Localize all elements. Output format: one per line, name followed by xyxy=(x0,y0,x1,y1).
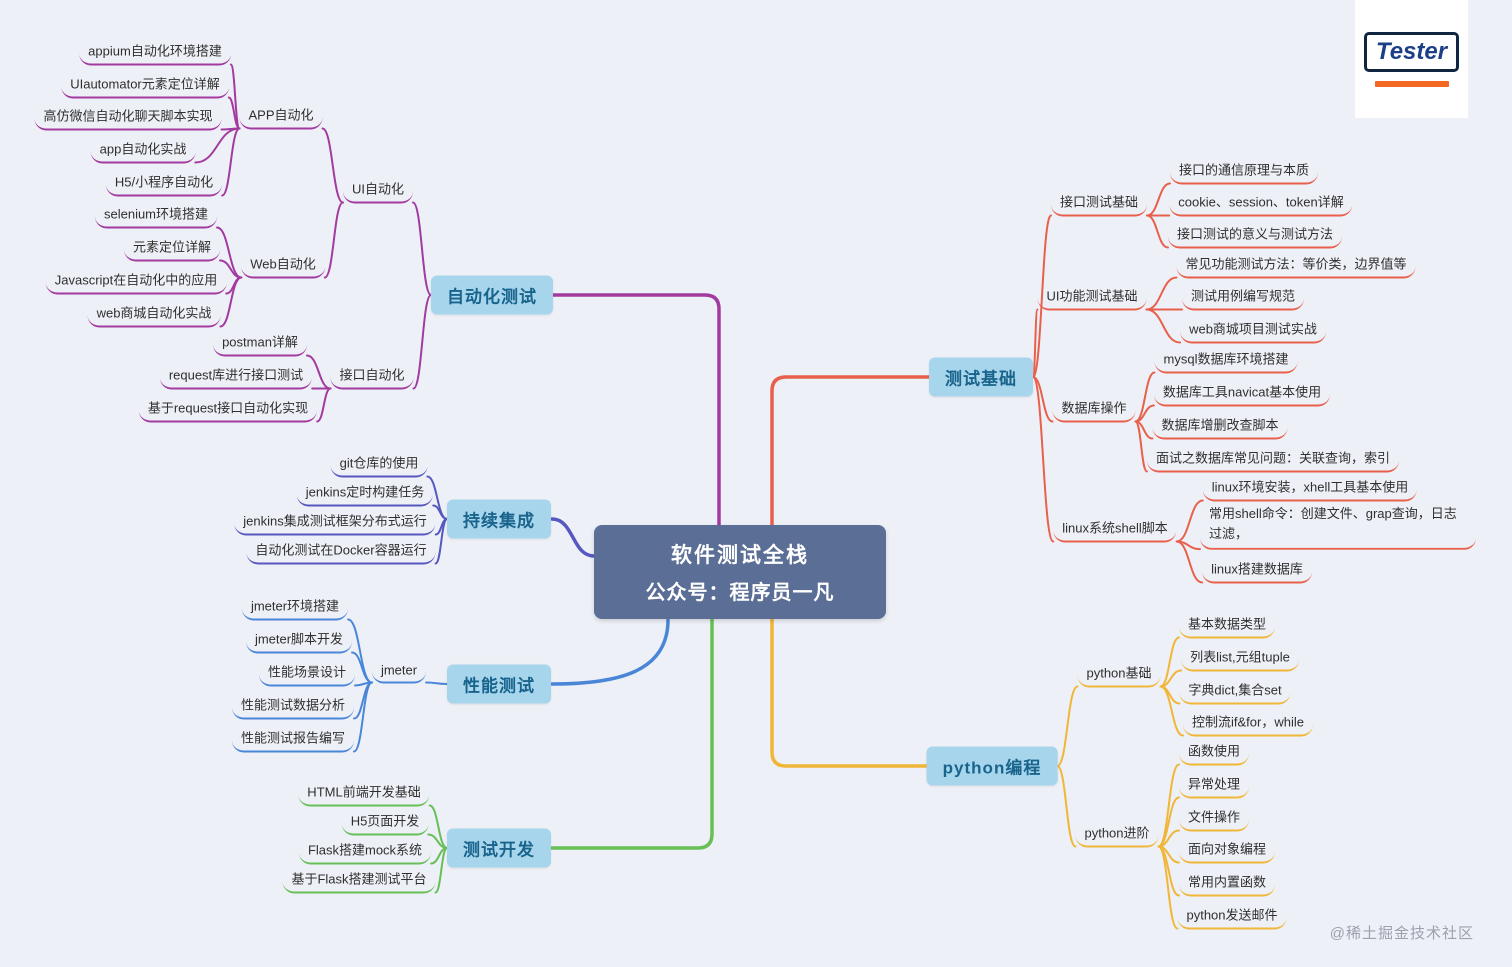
mindmap-leaf[interactable]: 常用内置函数 xyxy=(1178,870,1276,897)
mindmap-leaf[interactable]: H5页面开发 xyxy=(341,809,429,836)
mindmap-leaf[interactable]: jmeter环境搭建 xyxy=(241,594,349,621)
mindmap-leaf[interactable]: jmeter脚本开发 xyxy=(245,627,353,654)
mindmap-leaf[interactable]: 元素定位详解 xyxy=(123,235,221,262)
mindmap-leaf[interactable]: 性能测试报告编写 xyxy=(231,726,355,753)
branch-topic-automation[interactable]: 自动化测试 xyxy=(431,275,553,315)
mindmap-subtopic[interactable]: Web自动化 xyxy=(241,252,325,279)
mindmap-subtopic[interactable]: linux系统shell脚本 xyxy=(1053,516,1177,543)
mindmap-leaf[interactable]: 字典dict,集合set xyxy=(1179,678,1291,705)
mindmap-leaf[interactable]: linux搭建数据库 xyxy=(1202,557,1312,584)
mindmap-leaf[interactable]: 高仿微信自动化聊天脚本实现 xyxy=(34,104,222,131)
mindmap-leaf[interactable]: web商城自动化实战 xyxy=(87,301,221,328)
mindmap-leaf[interactable]: app自动化实战 xyxy=(90,137,196,164)
center-topic-title: 软件测试全栈 xyxy=(671,544,809,567)
mindmap-leaf[interactable]: selenium环境搭建 xyxy=(94,202,218,229)
mindmap-leaf[interactable]: Javascript在自动化中的应用 xyxy=(45,268,227,295)
mindmap-subtopic[interactable]: 接口测试基础 xyxy=(1050,190,1148,217)
mindmap-leaf[interactable]: 常见功能测试方法：等价类，边界值等 xyxy=(1176,252,1416,279)
mindmap-leaf[interactable]: 列表list,元组tuple xyxy=(1181,645,1299,672)
mindmap-leaf[interactable]: jenkins定时构建任务 xyxy=(296,480,434,507)
mindmap-leaf[interactable]: 面向对象编程 xyxy=(1178,837,1276,864)
mindmap-leaf[interactable]: 控制流if&for，while xyxy=(1183,710,1313,737)
mindmap-leaf[interactable]: 数据库增删改查脚本 xyxy=(1152,413,1288,440)
mindmap-leaf[interactable]: 性能测试数据分析 xyxy=(231,693,355,720)
mindmap-subtopic[interactable]: python进阶 xyxy=(1075,821,1159,848)
mindmap-leaf[interactable]: 自动化测试在Docker容器运行 xyxy=(246,538,436,565)
branch-topic-perf[interactable]: 性能测试 xyxy=(447,664,551,704)
mindmap-leaf[interactable]: linux环境安装，xhell工具基本使用 xyxy=(1202,475,1418,502)
tester-logo-underline xyxy=(1374,80,1449,87)
branch-topic-python[interactable]: python编程 xyxy=(926,746,1058,786)
mindmap-leaf[interactable]: web商城项目测试实战 xyxy=(1180,317,1326,344)
mindmap-leaf[interactable]: postman详解 xyxy=(213,330,307,357)
mindmap-subtopic[interactable]: jmeter xyxy=(371,661,427,684)
mindmap-leaf[interactable]: 接口的通信原理与本质 xyxy=(1169,158,1319,185)
mindmap-subtopic[interactable]: APP自动化 xyxy=(239,103,323,130)
mindmap-leaf[interactable]: cookie、session、token详解 xyxy=(1169,190,1353,217)
mindmap-leaf[interactable]: 数据库工具navicat基本使用 xyxy=(1153,380,1331,407)
mindmap-leaf[interactable]: 接口测试的意义与测试方法 xyxy=(1167,222,1343,249)
mindmap-leaf[interactable]: H5/小程序自动化 xyxy=(105,170,223,197)
center-topic[interactable]: 软件测试全栈 公众号：程序员一凡 xyxy=(594,525,886,619)
mindmap-leaf[interactable]: request库进行接口测试 xyxy=(159,363,313,390)
mindmap-leaf[interactable]: mysql数据库环境搭建 xyxy=(1154,347,1298,374)
mindmap-leaf[interactable]: 性能场景设计 xyxy=(258,660,356,687)
mindmap-subtopic[interactable]: UI功能测试基础 xyxy=(1037,284,1147,311)
watermark: @稀土掘金技术社区 xyxy=(1329,925,1474,942)
mindmap-leaf[interactable]: Flask搭建mock系统 xyxy=(298,838,432,865)
tester-logo-text: Tester xyxy=(1363,31,1460,72)
mindmap-leaf[interactable]: 异常处理 xyxy=(1178,772,1250,799)
mindmap-leaf[interactable]: 函数使用 xyxy=(1178,739,1250,766)
mindmap-subtopic[interactable]: 数据库操作 xyxy=(1052,396,1136,423)
mindmap-leaf[interactable]: jenkins集成测试框架分布式运行 xyxy=(234,509,436,536)
mindmap-leaf[interactable]: 基于Flask搭建测试平台 xyxy=(282,867,436,894)
mindmap-leaf[interactable]: 面试之数据库常见问题：关联查询，索引 xyxy=(1146,446,1400,473)
mindmap-leaf[interactable]: UIautomator元素定位详解 xyxy=(61,72,229,99)
tester-logo: Tester xyxy=(1355,0,1468,118)
center-topic-subtitle: 公众号：程序员一凡 xyxy=(645,582,835,604)
branch-topic-basics[interactable]: 测试基础 xyxy=(929,357,1033,397)
mindmap-leaf[interactable]: 测试用例编写规范 xyxy=(1181,284,1305,311)
mindmap-leaf[interactable]: 常用shell命令：创建文件、grap查询，日志过滤， xyxy=(1200,502,1476,551)
mindmap-subtopic[interactable]: 接口自动化 xyxy=(330,363,414,390)
mindmap-subtopic[interactable]: python基础 xyxy=(1077,661,1161,688)
mindmap-leaf[interactable]: python发送邮件 xyxy=(1177,903,1287,930)
mindmap-subtopic[interactable]: UI自动化 xyxy=(342,177,414,204)
mindmap-leaf[interactable]: 基本数据类型 xyxy=(1178,612,1276,639)
branch-topic-dev[interactable]: 测试开发 xyxy=(447,828,551,868)
mindmap-leaf[interactable]: 文件操作 xyxy=(1178,805,1250,832)
mindmap-leaf[interactable]: appium自动化环境搭建 xyxy=(79,39,231,66)
mindmap-leaf[interactable]: git仓库的使用 xyxy=(330,451,428,478)
branch-topic-ci[interactable]: 持续集成 xyxy=(447,499,551,539)
mindmap-leaf[interactable]: HTML前端开发基础 xyxy=(298,780,430,807)
mindmap-leaf[interactable]: 基于request接口自动化实现 xyxy=(138,396,318,423)
